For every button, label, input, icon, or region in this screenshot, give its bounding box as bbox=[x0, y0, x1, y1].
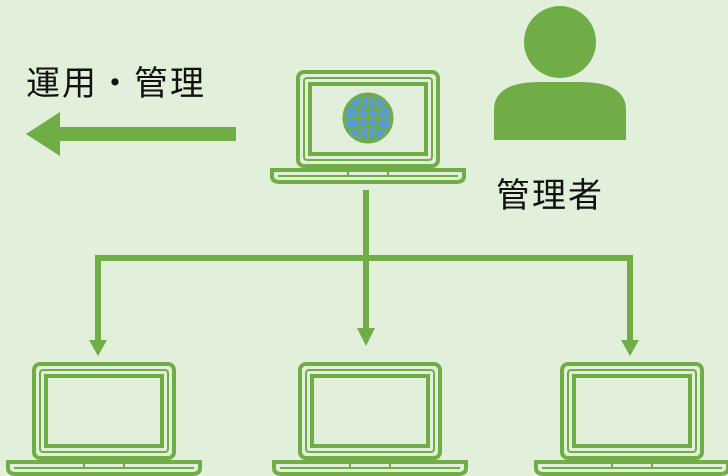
administrator-label: 管理者 bbox=[496, 176, 604, 216]
globe-icon bbox=[342, 92, 394, 144]
laptop-globe-icon bbox=[270, 70, 466, 184]
client-laptop-3 bbox=[534, 362, 728, 476]
arrowheads bbox=[89, 328, 639, 356]
operation-label: 運用・管理 bbox=[26, 64, 206, 104]
client-laptop-1 bbox=[6, 362, 202, 476]
person-icon bbox=[494, 6, 626, 140]
client-laptop-2 bbox=[272, 362, 468, 476]
connector-lines bbox=[95, 190, 633, 344]
arrow-left-icon bbox=[26, 112, 236, 156]
